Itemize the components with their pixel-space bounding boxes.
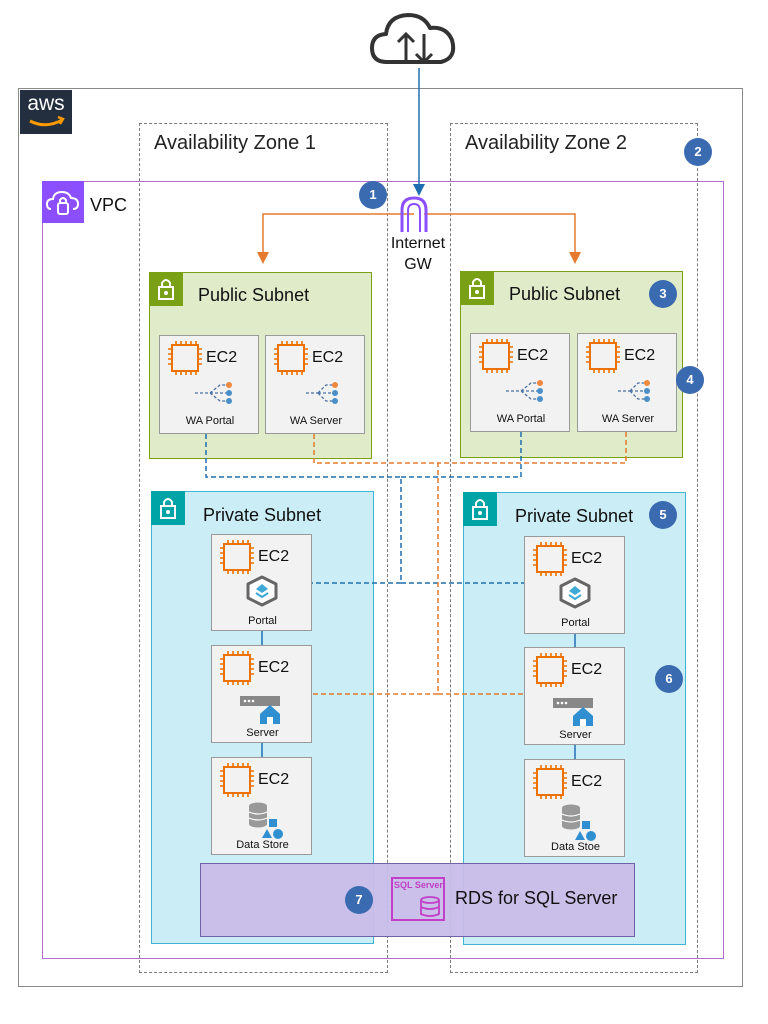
server-home-icon xyxy=(553,698,593,726)
workflow-icon xyxy=(306,382,338,404)
ec2-chip-icon xyxy=(479,339,513,373)
workflow-icon xyxy=(195,382,232,404)
rds-sql-server-box[interactable] xyxy=(200,863,635,937)
aws-logo-text: aws xyxy=(27,92,65,115)
rds-label: RDS for SQL Server xyxy=(455,888,618,908)
ec2-label: EC2 xyxy=(206,349,238,366)
ec2-label: EC2 xyxy=(571,661,603,678)
ec2-chip-icon xyxy=(586,339,620,373)
public-subnet-lock-icon xyxy=(460,271,494,305)
aws-smile-icon xyxy=(29,115,65,127)
ec2-server-az1[interactable]: EC2 Server xyxy=(211,645,312,743)
ec2-chip-icon xyxy=(220,540,254,574)
ec2-chip-icon xyxy=(220,651,254,685)
availability-zone-1 xyxy=(139,123,388,973)
ec2-chip-icon xyxy=(533,653,567,687)
ec2-label: EC2 xyxy=(571,773,603,790)
instance-caption: WA Portal xyxy=(185,415,235,427)
ec2-label: EC2 xyxy=(624,347,656,364)
ec2-label: EC2 xyxy=(312,349,344,366)
step-badge-3: 3 xyxy=(649,280,677,308)
step-badge-6: 6 xyxy=(655,665,683,693)
az2-label: Availability Zone 2 xyxy=(465,132,627,154)
step-badge-5: 5 xyxy=(649,501,677,529)
vpc-label: VPC xyxy=(90,195,128,215)
portal-hexagon-icon xyxy=(559,577,591,609)
ec2-wa-server-az1[interactable]: EC2 WA Server xyxy=(265,335,365,434)
aws-logo: aws xyxy=(20,90,72,134)
ec2-chip-icon xyxy=(533,765,567,799)
vpc-icon xyxy=(42,181,84,223)
instance-caption: Server xyxy=(559,729,592,741)
ec2-label: EC2 xyxy=(258,659,290,676)
private-subnet-label: Private Subnet xyxy=(515,506,634,526)
data-store-icon xyxy=(561,804,596,841)
step-badge-2: 2 xyxy=(684,138,712,166)
step-badge-7: 7 xyxy=(345,886,373,914)
workflow-icon xyxy=(506,380,543,402)
public-subnet-label: Public Subnet xyxy=(198,285,310,305)
ec2-portal-az2[interactable]: EC2 Portal xyxy=(524,536,625,634)
ec2-chip-icon xyxy=(168,341,202,375)
ec2-label: EC2 xyxy=(571,550,603,567)
instance-caption: Server xyxy=(246,727,279,739)
instance-caption: WA Server xyxy=(289,415,343,427)
server-home-icon xyxy=(240,696,280,724)
az1-label: Availability Zone 1 xyxy=(154,132,316,154)
ec2-label: EC2 xyxy=(258,548,290,565)
ec2-portal-az1[interactable]: EC2 Portal xyxy=(211,534,312,631)
step-badge-1: 1 xyxy=(359,181,387,209)
ec2-wa-server-az2[interactable]: EC2 WA Server xyxy=(577,333,677,432)
public-subnet-label: Public Subnet xyxy=(509,284,621,304)
private-subnet-label: Private Subnet xyxy=(203,505,322,525)
availability-zone-2 xyxy=(450,123,698,973)
ec2-chip-icon xyxy=(274,341,308,375)
instance-caption: Data Store xyxy=(236,839,289,851)
instance-caption: Data Stoe xyxy=(551,841,600,853)
ec2-label: EC2 xyxy=(258,771,290,788)
instance-caption: Portal xyxy=(248,615,277,627)
vpc-boundary xyxy=(42,181,724,959)
ec2-server-az2[interactable]: EC2 Server xyxy=(524,647,625,745)
ec2-wa-portal-az1[interactable]: EC2 WA Portal xyxy=(159,335,259,434)
portal-hexagon-icon xyxy=(246,575,278,607)
ec2-data-store-az2[interactable]: EC2 Data Stoe xyxy=(524,759,625,857)
public-subnet-lock-icon xyxy=(149,272,183,306)
sql-server-icon: SQL Server xyxy=(390,876,446,922)
ec2-wa-portal-az2[interactable]: EC2 WA Portal xyxy=(470,333,570,432)
ec2-data-store-az1[interactable]: EC2 Data Store xyxy=(211,757,312,855)
data-store-icon xyxy=(248,802,283,839)
ec2-chip-icon xyxy=(220,763,254,797)
step-badge-4: 4 xyxy=(676,366,704,394)
ec2-chip-icon xyxy=(533,542,567,576)
ec2-label: EC2 xyxy=(517,347,549,364)
instance-caption: WA Portal xyxy=(496,413,546,425)
aws-cloud-frame xyxy=(18,88,743,987)
private-subnet-lock-icon xyxy=(151,491,185,525)
instance-caption: Portal xyxy=(561,617,590,629)
internet-gateway-label: Internet GW xyxy=(380,233,456,275)
private-subnet-lock-icon xyxy=(463,492,497,526)
workflow-icon xyxy=(618,380,650,402)
igw-label-line1: Internet xyxy=(390,235,446,252)
igw-label-line2: GW xyxy=(404,256,432,273)
instance-caption: WA Server xyxy=(601,413,655,425)
sql-server-icon-text: SQL Server xyxy=(394,880,443,890)
